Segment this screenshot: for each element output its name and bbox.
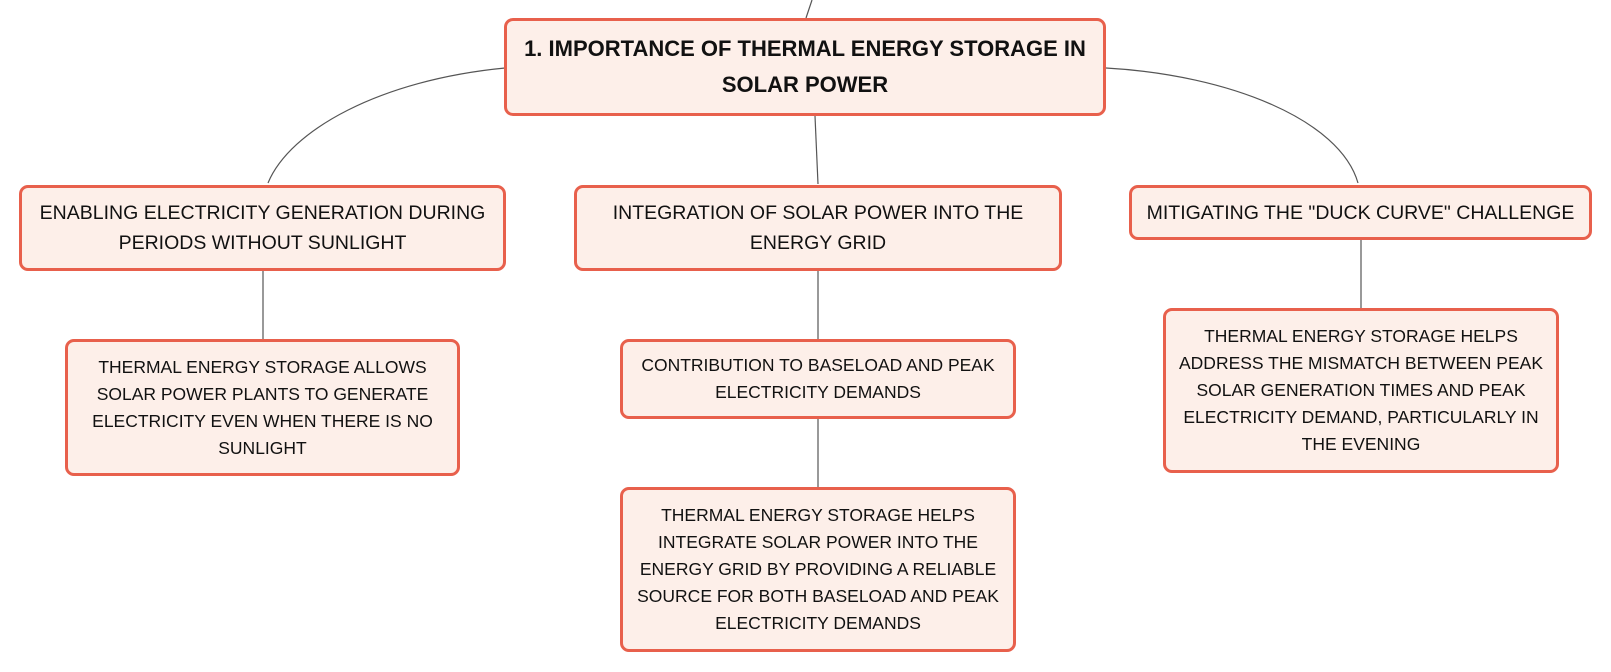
- connector-parent-to-root: [805, 0, 813, 19]
- detail-label-contribution: THERMAL ENERGY STORAGE HELPS INTEGRATE S…: [637, 505, 999, 633]
- connector-root-to-enabling: [267, 67, 506, 184]
- connector-root-to-mitigating: [1105, 67, 1359, 184]
- detail-node-enabling[interactable]: THERMAL ENERGY STORAGE ALLOWS SOLAR POWE…: [65, 339, 460, 476]
- subtopic-label-contribution: CONTRIBUTION TO BASELOAD AND PEAK ELECTR…: [641, 355, 995, 402]
- detail-label-mitigating: THERMAL ENERGY STORAGE HELPS ADDRESS THE…: [1179, 326, 1543, 454]
- root-topic-node[interactable]: 1. IMPORTANCE OF THERMAL ENERGY STORAGE …: [504, 18, 1106, 116]
- detail-node-contribution[interactable]: THERMAL ENERGY STORAGE HELPS INTEGRATE S…: [620, 487, 1016, 652]
- connector-root-to-integration: [814, 115, 819, 185]
- detail-node-mitigating[interactable]: THERMAL ENERGY STORAGE HELPS ADDRESS THE…: [1163, 308, 1559, 473]
- subtopic-label-integration: INTEGRATION OF SOLAR POWER INTO THE ENER…: [612, 202, 1024, 254]
- subtopic-node-mitigating[interactable]: MITIGATING THE "DUCK CURVE" CHALLENGE: [1129, 185, 1592, 240]
- subtopic-label-enabling: ENABLING ELECTRICITY GENERATION DURING P…: [39, 202, 486, 254]
- detail-label-enabling: THERMAL ENERGY STORAGE ALLOWS SOLAR POWE…: [92, 356, 433, 458]
- subtopic-node-contribution[interactable]: CONTRIBUTION TO BASELOAD AND PEAK ELECTR…: [620, 339, 1016, 419]
- subtopic-node-integration[interactable]: INTEGRATION OF SOLAR POWER INTO THE ENER…: [574, 185, 1062, 271]
- subtopic-node-enabling[interactable]: ENABLING ELECTRICITY GENERATION DURING P…: [19, 185, 506, 271]
- subtopic-label-mitigating: MITIGATING THE "DUCK CURVE" CHALLENGE: [1146, 201, 1575, 224]
- root-topic-label: 1. IMPORTANCE OF THERMAL ENERGY STORAGE …: [524, 36, 1086, 97]
